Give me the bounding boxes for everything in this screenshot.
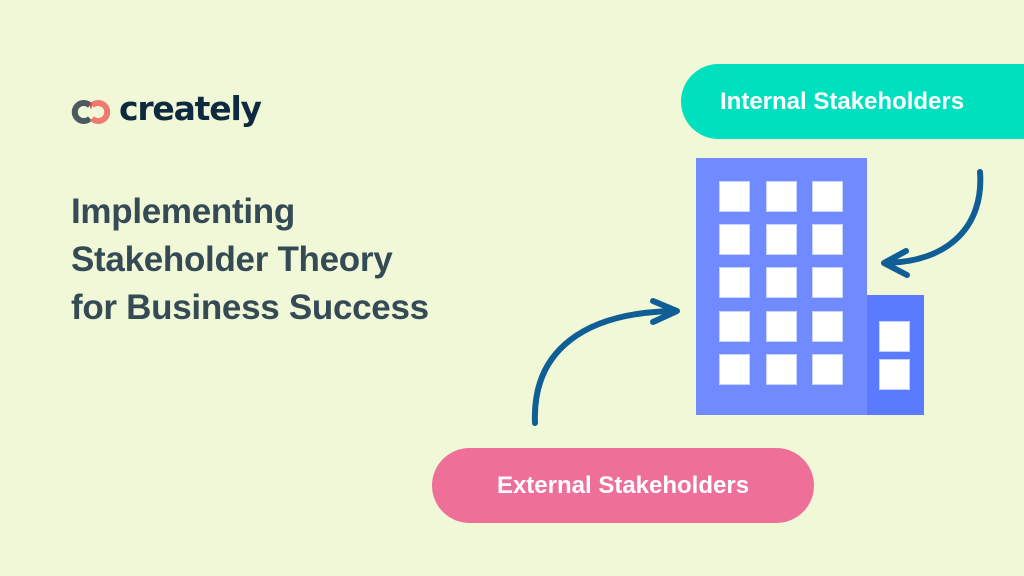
curved-arrow-right-icon [531,298,680,426]
creately-logo: creately [69,89,262,132]
window [767,225,796,254]
window [720,312,749,341]
office-building-icon [696,158,867,415]
creately-rings-icon [71,100,111,124]
building-annex [867,295,924,415]
internal-stakeholders-pill: Internal Stakeholders [681,64,1024,139]
window [813,225,842,254]
window [813,268,842,297]
brand-wordmark: creately [119,89,262,128]
window [720,268,749,297]
window [813,312,842,341]
window [813,355,842,384]
window [720,225,749,254]
window [720,355,749,384]
title-line-1: Implementing [71,192,295,231]
window [767,268,796,297]
window [880,360,909,389]
window [767,182,796,211]
window [880,322,909,351]
window [767,355,796,384]
window [767,312,796,341]
page-title: Implementing Stakeholder Theory for Busi… [71,188,511,332]
title-line-3: for Business Success [71,288,429,327]
window [720,182,749,211]
curved-arrow-left-icon [881,169,984,278]
external-stakeholders-pill: External Stakeholders [432,448,814,523]
window [813,182,842,211]
title-line-2: Stakeholder Theory [71,240,393,279]
